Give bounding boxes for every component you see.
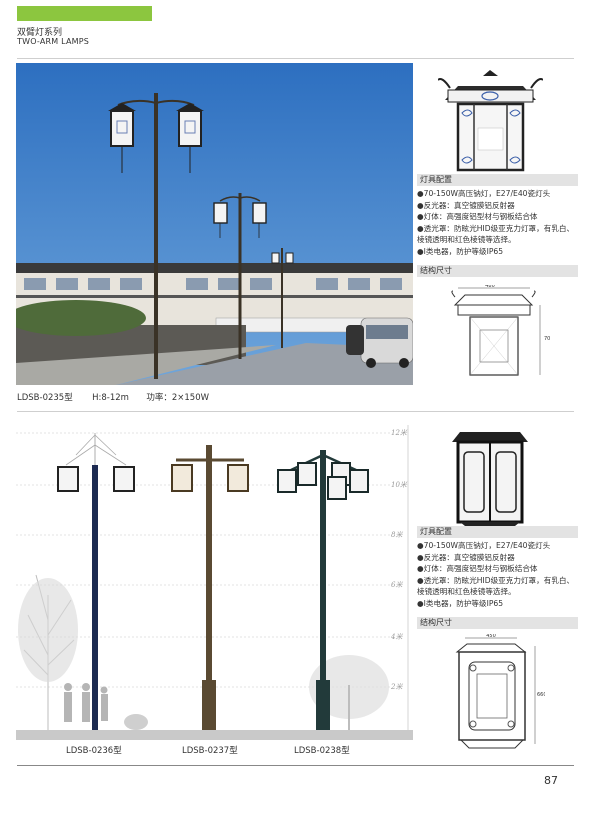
model-label-0237: LDSB-0237型 [182, 746, 238, 756]
config-title-top: 灯具配置 [417, 174, 578, 186]
model-label-0236: LDSB-0236型 [66, 746, 122, 756]
spec-item: ●I类电器，防护等级IP65 [417, 598, 504, 608]
height-scale-diagram [16, 425, 413, 740]
config-title-bottom: 灯具配置 [417, 526, 578, 538]
spec-item: ●灯体：高强度铝型材与钢板结合体 [417, 212, 538, 221]
scale-label-4m: 4米 [391, 633, 403, 641]
scale-label-8m: 8米 [391, 531, 403, 539]
dim-width-bottom: 450 [486, 634, 496, 639]
spec-item: ●反光器：真空镀膜铝反射器 [417, 200, 515, 210]
model-label-0238: LDSB-0238型 [294, 746, 350, 756]
lantern-0236 [57, 466, 135, 492]
header-accent-bar [17, 6, 152, 21]
dim-height-bottom: 660 [537, 692, 545, 698]
dim-height-top: 700 [544, 336, 550, 342]
height-label-0235: H:8-12m [92, 393, 129, 403]
structure-title-bottom: 结构尺寸 [417, 617, 578, 629]
series-title-cn: 双臂灯系列 [17, 28, 63, 38]
spec-item: ●70-150W高压钠灯，E27/E40瓷灯头 [417, 541, 551, 550]
spec-item: ●透光罩：防眩光HID级亚克力灯罩，有乳白、棱镜透明和红色棱镜等选择。 [417, 223, 575, 245]
scale-label-2m: 2米 [391, 683, 403, 691]
power-label-0235: 功率：2×150W [146, 393, 210, 403]
header-divider [17, 58, 574, 59]
page-number: 87 [544, 774, 558, 787]
spec-item: ●反光器：真空镀膜铝反射器 [417, 552, 515, 562]
structure-title-top: 结构尺寸 [417, 265, 578, 277]
scale-label-6m: 6米 [391, 581, 403, 589]
lantern-left [108, 103, 136, 173]
footer-divider [17, 765, 574, 766]
spec-item: ●透光罩：防眩光HID级亚克力灯罩，有乳白、棱镜透明和红色棱镜等选择。 [417, 575, 575, 597]
spec-list-bottom: ●70-150W高压钠灯，E27/E40瓷灯头 ●反光器：真空镀膜铝反射器 ●灯… [417, 540, 575, 609]
structure-drawing-top: 480 700 [451, 285, 550, 376]
structure-drawing-bottom: 450 660 [455, 634, 545, 749]
series-title-en: TWO-ARM LAMPS [17, 37, 90, 46]
scale-label-10m: 10米 [391, 481, 407, 489]
spec-item: ●I类电器，防护等级IP65 [417, 246, 504, 256]
street-photo [16, 63, 413, 385]
section-divider [17, 411, 574, 412]
dim-width-top: 480 [485, 285, 495, 289]
spec-list-top: ●70-150W高压钠灯，E27/E40瓷灯头 ●反光器：真空镀膜铝反射器 ●灯… [417, 188, 575, 257]
spec-item: ●灯体：高强度铝型材与钢板结合体 [417, 564, 538, 573]
lantern-product-image [438, 70, 543, 172]
spec-item: ●70-150W高压钠灯，E27/E40瓷灯头 [417, 189, 551, 198]
model-label-0235: LDSB-0235型 [17, 393, 73, 403]
scale-label-12m: 12米 [391, 429, 407, 437]
lantern-product-image-bottom [452, 432, 528, 530]
